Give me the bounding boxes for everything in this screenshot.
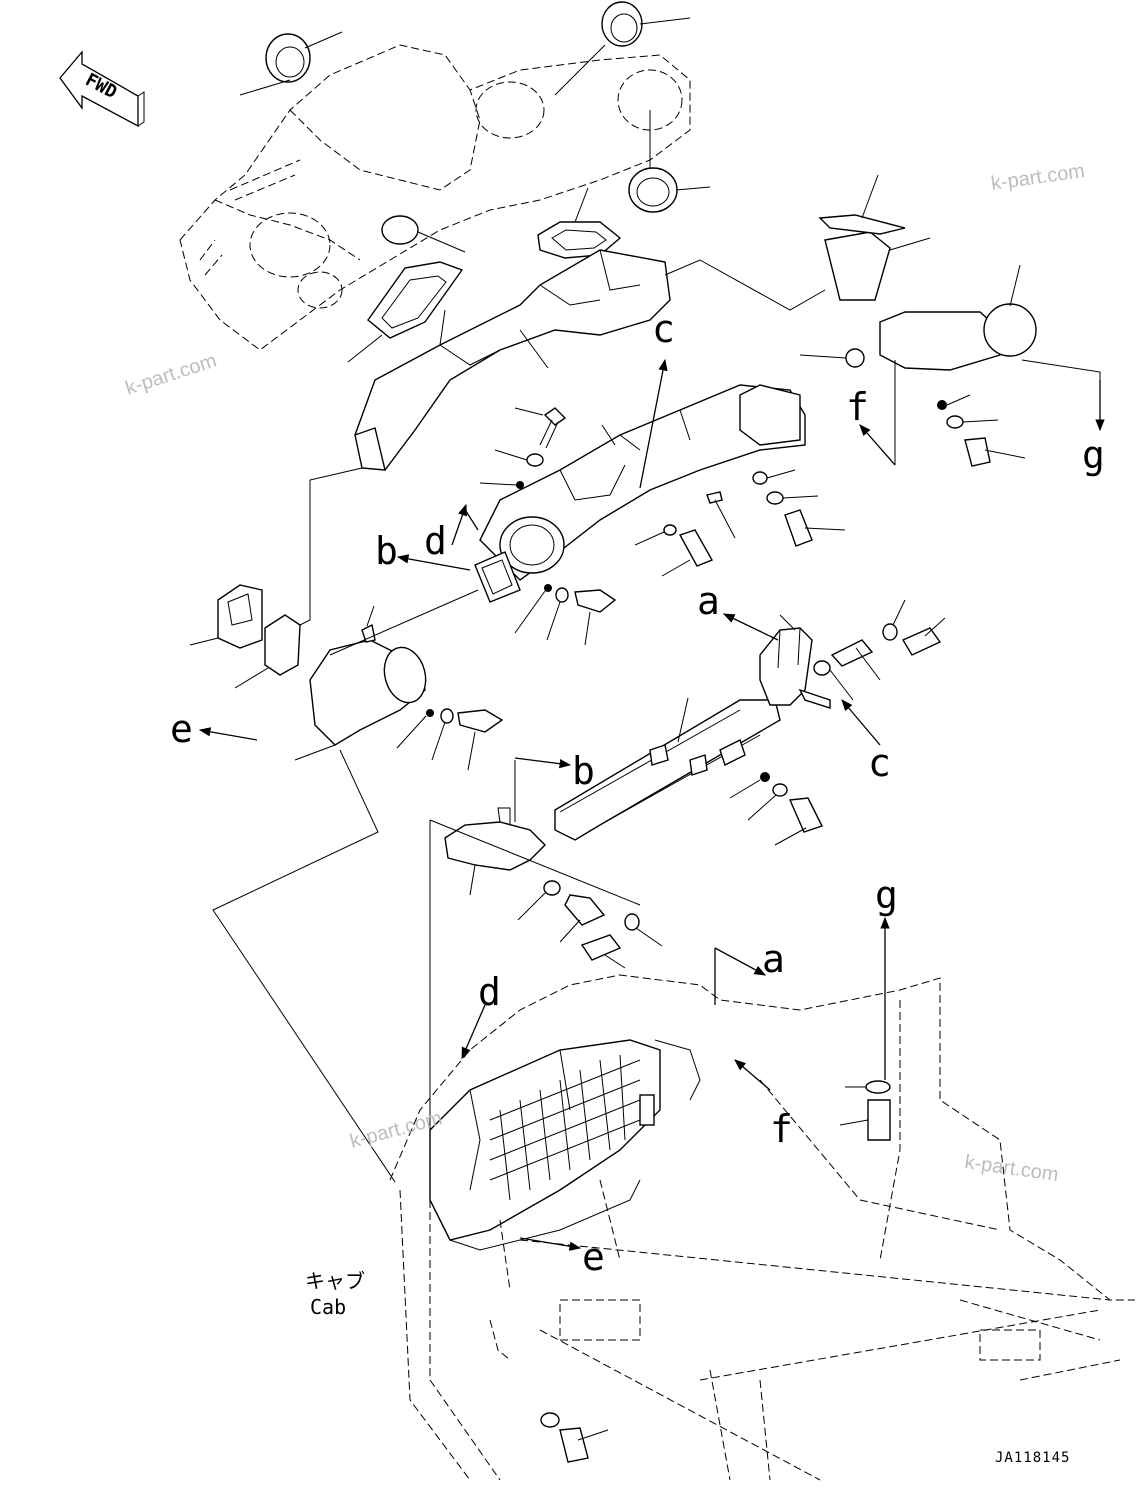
lower-bracket — [429, 760, 663, 1130]
upper-air-duct — [354, 249, 671, 472]
callout-a-upper: a — [697, 579, 720, 623]
dashboard-panel — [179, 44, 691, 351]
cab-label: キャブ Cab — [305, 1269, 365, 1319]
cab-right-bolts — [839, 1080, 891, 1141]
callout-arrows — [198, 358, 1105, 1251]
callout-a-lower: a — [762, 937, 785, 981]
center-air-duct — [474, 384, 806, 603]
callout-labels: c f g b d a c e b g a d f e — [170, 307, 1105, 1279]
cross-beam-assembly — [554, 599, 946, 846]
duct-gasket-top — [537, 187, 622, 259]
cab-label-en: Cab — [310, 1295, 346, 1319]
callout-d-lower: d — [478, 970, 501, 1014]
leader-lower-left — [212, 749, 396, 1183]
callout-e-lower: e — [582, 1235, 605, 1279]
callout-f-lower: f — [770, 1107, 793, 1151]
callout-b-upper: b — [375, 529, 398, 573]
watermark-1: k-part.com — [990, 160, 1087, 195]
vent-cap-mid — [628, 167, 711, 213]
leader-duct-left — [299, 467, 363, 626]
vent-cap-top — [601, 1, 691, 47]
leader-duct-d — [329, 589, 479, 656]
right-duct-elbow — [799, 174, 1101, 382]
callout-f-upper: f — [846, 385, 869, 429]
callout-c-upper: c — [652, 307, 675, 351]
cab-label-jp: キャブ — [305, 1269, 365, 1293]
leader-lines-top — [239, 44, 651, 168]
watermark-2: k-part.com — [123, 350, 220, 400]
bolts-washers-left-center — [514, 584, 617, 646]
callout-e-upper: e — [170, 707, 193, 751]
cab-bottom-bolt — [489, 1319, 609, 1463]
fwd-direction-arrow: FWD — [59, 50, 145, 128]
duct-leader-line — [664, 259, 826, 311]
watermark-4: k-part.com — [963, 1151, 1060, 1186]
vent-louver — [381, 215, 466, 253]
bolts-washers-center — [479, 394, 1026, 577]
drawing-code: JA118145 — [995, 1450, 1070, 1466]
cab-floor-frame — [389, 974, 1135, 1481]
fwd-label: FWD — [82, 69, 121, 103]
callout-g-lower: g — [875, 873, 898, 917]
lower-left-duct-parts — [189, 584, 504, 771]
duct-gasket-left — [347, 261, 464, 363]
callout-g-upper: g — [1082, 433, 1105, 477]
callout-d-upper: d — [424, 519, 447, 563]
hvac-unit — [429, 1039, 701, 1291]
callout-c-lower: c — [868, 741, 891, 785]
vent-cap-left — [265, 31, 343, 83]
callout-b-lower: b — [572, 749, 595, 793]
